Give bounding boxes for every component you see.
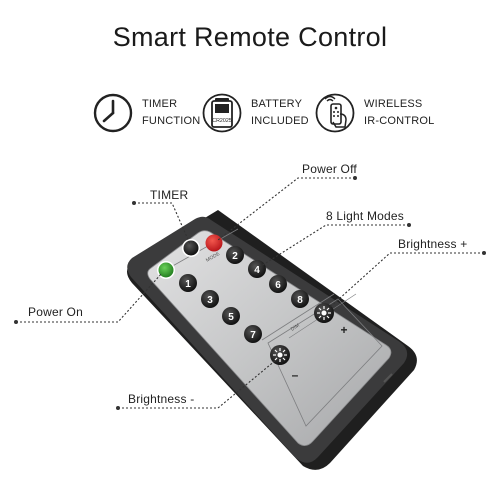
power-on-button[interactable] [157, 261, 175, 279]
plus-label: + [340, 323, 347, 337]
feature-timer-line2: FUNCTION [142, 115, 201, 127]
key-3-label: 3 [207, 295, 213, 306]
page-title: Smart Remote Control [112, 22, 388, 52]
key-4-label: 4 [254, 265, 260, 276]
key-7[interactable]: 7 [244, 325, 262, 343]
key-1-label: 1 [185, 279, 191, 290]
key-5-label: 5 [228, 312, 234, 323]
timer-button[interactable] [182, 239, 200, 257]
remote-body [127, 210, 417, 470]
dim-label: DIM [290, 323, 301, 333]
key-8-label: 8 [297, 295, 303, 306]
key-1[interactable]: 1 [179, 274, 197, 292]
key-2-label: 2 [232, 251, 238, 262]
battery-icon: CR2025 [202, 93, 242, 133]
key-7-label: 7 [250, 330, 256, 341]
brightness-down-button[interactable] [270, 345, 290, 365]
clock-icon [93, 93, 133, 133]
feature-battery: CR2025 BATTERY INCLUDED [201, 92, 309, 134]
feature-battery-line2: INCLUDED [251, 115, 309, 127]
callout-brightness-up: Brightness + [398, 237, 468, 251]
callout-brightness-down: Brightness - [128, 392, 195, 406]
callout-power-on: Power On [28, 305, 83, 319]
feature-wireless: WIRELESS IR-CONTROL [314, 92, 434, 134]
feature-wireless-line2: IR-CONTROL [364, 115, 435, 127]
key-5[interactable]: 5 [222, 307, 240, 325]
callout-power-off: Power Off [302, 162, 357, 176]
callout-timer: TIMER [150, 188, 189, 202]
power-off-button[interactable] [205, 234, 223, 252]
key-2[interactable]: 2 [226, 246, 244, 264]
key-4[interactable]: 4 [248, 260, 266, 278]
key-8[interactable]: 8 [291, 290, 309, 308]
feature-battery-line1: BATTERY [251, 98, 303, 110]
callout-light-modes: 8 Light Modes [326, 209, 404, 223]
feature-timer-line1: TIMER [142, 98, 178, 110]
number-keys: 1 2 3 4 5 6 7 8 [179, 246, 309, 343]
feature-timer: TIMER FUNCTION [92, 92, 200, 134]
key-6[interactable]: 6 [269, 275, 287, 293]
key-3[interactable]: 3 [201, 290, 219, 308]
key-6-label: 6 [275, 280, 281, 291]
feature-wireless-line1: WIRELESS [364, 98, 423, 110]
feature-row: TIMER FUNCTION CR2025 BATTERY INCLUDED [0, 92, 500, 138]
battery-model-label: CR2025 [212, 118, 231, 124]
remote-hand-icon [315, 93, 355, 133]
minus-label: – [292, 368, 299, 382]
